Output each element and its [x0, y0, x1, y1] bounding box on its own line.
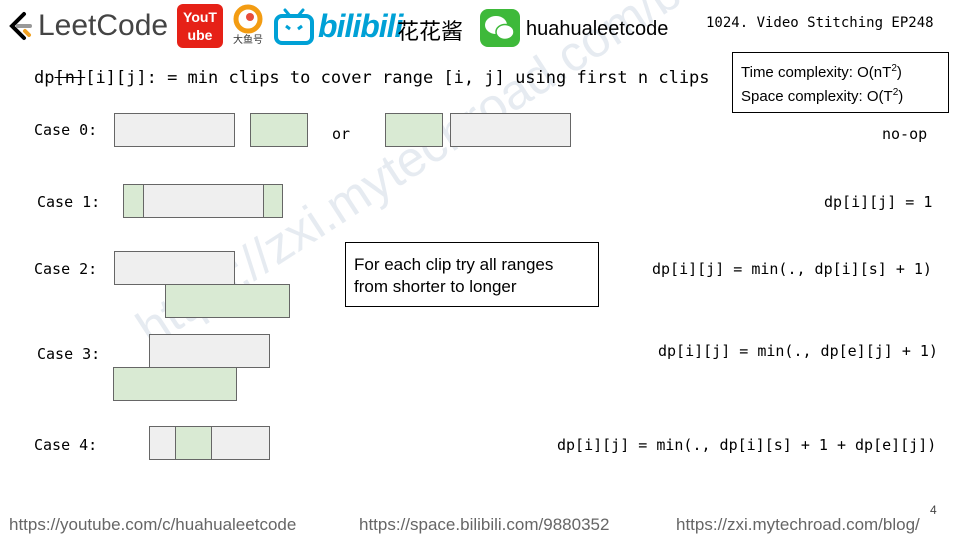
space-complexity: Space complexity: O(T2) — [741, 87, 904, 105]
case-0-or: or — [332, 125, 351, 143]
youtube-logo-text: YouTube — [183, 9, 217, 43]
dp-prefix: dp — [34, 68, 55, 88]
case-3-label: Case 3: — [37, 345, 101, 363]
chinese-name: 花花酱 — [397, 19, 464, 44]
footer-bilibili-link[interactable]: https://space.bilibili.com/9880352 — [359, 515, 610, 534]
case-1-formula: dp[i][j] = 1 — [824, 193, 933, 211]
case-3-clip-bar — [113, 367, 237, 401]
case-0-range-bar-alt — [450, 113, 571, 147]
case-2-range-bar — [114, 251, 235, 285]
note-line-1: For each clip try all ranges — [354, 255, 554, 274]
case-1-range-bar — [143, 184, 264, 218]
bilibili-logo: bilibili — [318, 8, 403, 44]
note-line-2: from shorter to longer — [354, 277, 517, 296]
note-box: For each clip try all ranges from shorte… — [345, 242, 599, 307]
douyu-swirl-icon — [233, 4, 263, 34]
case-0-clip-bar-alt — [385, 113, 443, 147]
case-3-range-bar — [149, 334, 270, 368]
douyu-caption: 大鱼号 — [233, 35, 263, 46]
complexity-box: Time complexity: O(nT2) Space complexity… — [732, 52, 949, 113]
case-4-formula: dp[i][j] = min(., dp[i][s] + 1 + dp[e][j… — [557, 436, 937, 454]
dp-suffix: [i][j]: = min clips to cover range [i, j… — [85, 68, 710, 88]
leetcode-icon — [9, 12, 32, 40]
episode-title: 1024. Video Stitching EP248 — [706, 15, 934, 31]
case-1-label: Case 1: — [37, 193, 101, 211]
footer-blog-link[interactable]: https://zxi.mytechroad.com/blog/ — [676, 515, 920, 534]
case-2-clip-bar — [165, 284, 290, 318]
case-2-formula: dp[i][j] = min(., dp[i][s] + 1) — [652, 260, 932, 278]
time-complexity: Time complexity: O(nT2) — [741, 63, 902, 81]
case-2-label: Case 2: — [34, 260, 98, 278]
dp-struck-n: [n] — [54, 68, 86, 88]
case-0-formula: no-op — [882, 125, 928, 143]
case-0-range-bar — [114, 113, 235, 147]
page-number: 4 — [930, 503, 937, 517]
leetcode-logo: LeetCode — [6, 9, 169, 42]
case-0-clip-bar — [250, 113, 308, 147]
bilibili-tv-icon — [274, 8, 314, 45]
youtube-icon: YouTube — [177, 4, 223, 48]
dp-definition: dp[n][i][j]: = min clips to cover range … — [34, 68, 710, 88]
douyu-icon: 大鱼号 — [231, 4, 265, 52]
case-0-label: Case 0: — [34, 121, 98, 139]
wechat-id: huahualeetcode — [526, 18, 669, 40]
footer-youtube-link[interactable]: https://youtube.com/c/huahualeetcode — [9, 515, 297, 534]
wechat-icon — [480, 9, 520, 47]
case-4-label: Case 4: — [34, 436, 98, 454]
case-3-formula: dp[i][j] = min(., dp[e][j] + 1) — [658, 342, 938, 360]
leetcode-wordmark: LeetCode — [38, 9, 169, 42]
case-4-clip-bar — [175, 426, 212, 460]
